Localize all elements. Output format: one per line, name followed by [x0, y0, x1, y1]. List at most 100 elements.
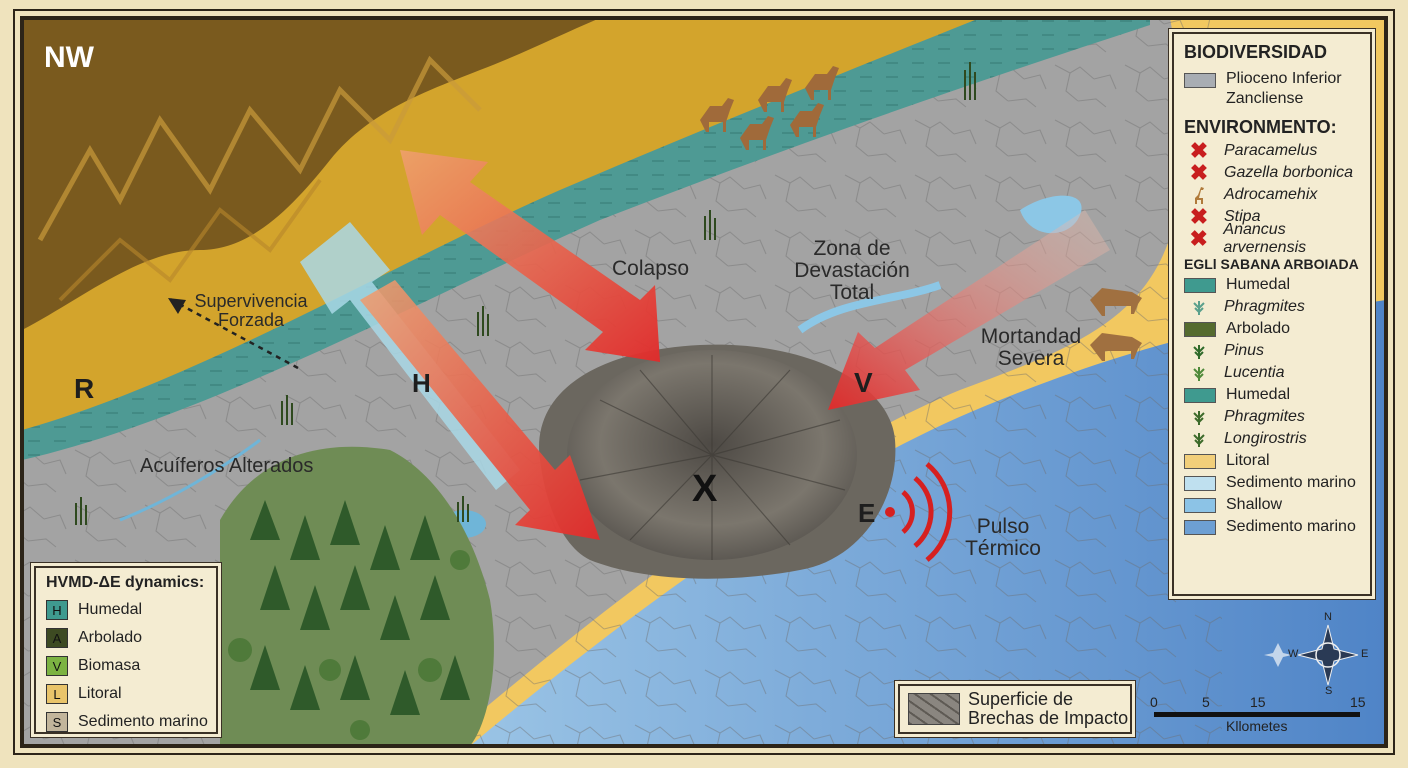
brechas-text: Superficie de Brechas de Impacto: [968, 690, 1128, 728]
heat-pulse-icon: [885, 462, 953, 562]
legend-habitat-swatch: [1184, 321, 1216, 337]
brechas-line1: Superficie de: [968, 689, 1074, 709]
legend-heading-sabana: EGLl SABANA ARBOIADA: [1184, 256, 1359, 272]
legend-species-name: Gazella borbonica: [1224, 164, 1353, 181]
legend-habitat-name: Litoral: [1226, 452, 1270, 469]
label-zona-line1: Zona de: [813, 237, 891, 260]
legend-habitat-row: Pinus: [1184, 340, 1370, 362]
legend-dynamics-key: A: [46, 628, 68, 648]
legend-dynamics-key: S: [46, 712, 68, 732]
legend-habitat-swatch: [1184, 497, 1216, 513]
legend-heading-environmento: ENVIRONMENTO:: [1184, 117, 1337, 137]
legend-dynamics-row: A Arbolado: [46, 624, 216, 652]
compass-w: W: [1288, 648, 1299, 660]
legend-habitat-name: Humedal: [1226, 386, 1291, 403]
legend-habitat-name: Humedal: [1226, 276, 1291, 293]
legend-period-text: Plioceno Inferior Zancliense: [1226, 69, 1342, 109]
label-supervivencia-line2: Forzada: [217, 309, 285, 330]
label-pulso-line2: Térmico: [965, 537, 1041, 561]
label-mortandad: Mortandad Severa: [966, 325, 1096, 371]
legend-habitat-name: Sedimento marino: [1226, 474, 1356, 491]
label-mortandad-line1: Mortandad: [980, 325, 1082, 348]
legend-habitat-swatch: [1184, 519, 1216, 535]
legend-row-period: Plioceno Inferior Zancliense: [1184, 69, 1370, 109]
legend-species-row: Adrocamehix: [1184, 184, 1370, 206]
label-pulso-line1: Pulso: [976, 515, 1030, 538]
scale-tick-15b: 15: [1350, 694, 1366, 710]
scale-unit: Kllometes: [1226, 718, 1288, 734]
red-x-icon: ✖: [1189, 160, 1209, 185]
forest: [220, 446, 494, 746]
legend-habitat-row: Humedal: [1184, 384, 1370, 406]
legend-dynamics-label: Biomasa: [78, 657, 141, 674]
label-mortandad-line2: Severa: [997, 347, 1065, 371]
letter-x: X: [692, 468, 718, 510]
plant-icon: [1184, 364, 1214, 382]
legend-habitat-name: Arbolado: [1226, 320, 1291, 337]
legend-swatch-period: [1184, 73, 1216, 88]
legend-dynamics-label: Litoral: [78, 685, 122, 702]
legend-dynamics-row: V Biomasa: [46, 652, 216, 680]
legend-habitat-name: Lucentia: [1224, 364, 1285, 381]
legend-habitat-name: Shallow: [1226, 496, 1283, 513]
legend-habitat-row: Sedimento marino: [1184, 472, 1370, 494]
legend-habitat-row: Phragmites: [1184, 296, 1370, 318]
letter-e: E: [858, 498, 876, 528]
compass-s: S: [1325, 685, 1333, 697]
scale-tick-0: 0: [1150, 694, 1158, 710]
legend-habitat-row: Sedimento marino: [1184, 516, 1370, 538]
legend-habitat-name: Phragmites: [1224, 408, 1305, 425]
legend-species-row: ✖Stipa: [1184, 206, 1370, 228]
legend-habitat-swatch: [1184, 387, 1216, 403]
red-x-icon: ✖: [1189, 138, 1209, 163]
brechas-line2: Brechas de Impacto: [968, 708, 1129, 728]
scale-tick-15a: 15: [1250, 694, 1266, 710]
legend-habitat-swatch: [1184, 453, 1216, 469]
label-supervivencia-line1: Supervivencia: [194, 291, 308, 311]
scale-bar: 0 5 15 15 Kllometes: [1150, 694, 1370, 734]
label-zona-line3: Total: [829, 281, 875, 305]
legend-habitat-swatch: [1184, 277, 1216, 293]
brechas-legend: Superficie de Brechas de Impacto: [898, 684, 1132, 734]
reed-icons: [75, 62, 976, 525]
legend-period-line2: Zancliense: [1226, 90, 1304, 107]
arrow-v-red: [828, 210, 1110, 410]
legend-habitat-name: Phragmites: [1224, 298, 1305, 315]
plant-icon: [1184, 298, 1214, 316]
crater: [539, 344, 896, 579]
legend-species-row: ✖Paracamelus: [1184, 140, 1370, 162]
legend-dynamics-label: Arbolado: [78, 629, 143, 646]
legend-species-row: ✖ Gazella borbonica: [1184, 162, 1370, 184]
plant-icon: [1184, 430, 1214, 448]
compass-rose-icon: [1264, 624, 1359, 686]
legend-habitat-name: Sedimento marino: [1226, 518, 1356, 535]
compass-e: E: [1361, 648, 1369, 660]
plant-icon: [1184, 408, 1214, 426]
label-supervivencia: Supervivencia Forzada: [186, 292, 316, 330]
arrow-main-red: [400, 150, 660, 362]
legend-left-title: HVMD-ΔE dynamics:: [46, 574, 205, 591]
legend-dynamics-key: L: [46, 684, 68, 704]
label-colapso: Colapso: [612, 257, 690, 280]
legend-dynamics-key: V: [46, 656, 68, 676]
camel-icons: [700, 66, 839, 150]
legend-habitat-row: Arbolado: [1184, 318, 1370, 340]
legend-dynamics-row: L Litoral: [46, 680, 216, 708]
compass-n: N: [1324, 611, 1332, 623]
legend-habitat-row: Humedal: [1184, 274, 1370, 296]
legend-habitat-row: Lucentia: [1184, 362, 1370, 384]
legend-species-name: Anancus arvernensis: [1223, 221, 1307, 256]
hyena-icons: [1090, 288, 1142, 361]
legend-habitat-row: Phragmites: [1184, 406, 1370, 428]
corner-label-nw: NW: [44, 41, 94, 74]
letter-v: V: [854, 367, 873, 398]
legend-dynamics-label: Humedal: [78, 601, 143, 618]
label-pulso: Pulso Térmico: [948, 515, 1058, 561]
legend-habitat-row: Litoral: [1184, 450, 1370, 472]
